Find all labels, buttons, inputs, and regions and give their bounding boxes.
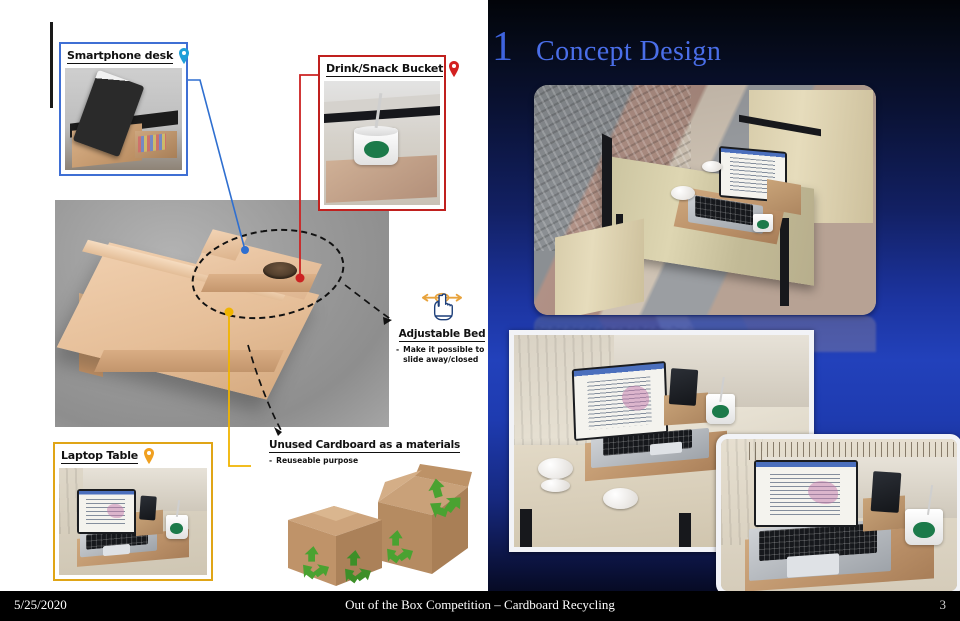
- callout-laptop-table[interactable]: Laptop Table: [53, 442, 213, 581]
- page-title: 1 Concept Design: [492, 26, 721, 69]
- note-unused-cardboard-bullet-marker: -: [269, 456, 273, 465]
- concept-3d-render: [55, 200, 389, 427]
- title-accent-bar: [50, 22, 53, 108]
- footer-page-number: 3: [939, 597, 947, 612]
- note-adjustable-bed: Adjustable Bed - Make it possible to sli…: [396, 288, 488, 365]
- callout-drink-photo: [324, 81, 440, 205]
- title-text: Concept Design: [536, 36, 722, 67]
- cardboard-boxes-image: [288, 464, 472, 586]
- note-adjustable-bed-bullet-marker: -: [396, 345, 400, 354]
- drink-hole: [263, 262, 297, 279]
- slide-footer: 5/25/2020 Out of the Box Competition – C…: [0, 591, 960, 621]
- callout-smartphone-label: Smartphone desk: [67, 48, 174, 64]
- title-number: 1: [492, 24, 513, 70]
- note-unused-cardboard: Unused Cardboard as a materials - Reusea…: [269, 435, 469, 466]
- callout-drink-snack-bucket[interactable]: Drink/Snack Bucket: [318, 55, 460, 211]
- drag-hand-icon: [421, 292, 463, 321]
- note-adjustable-bed-bullet-line1: Make it possible to: [403, 345, 485, 354]
- photo-outdoor-cafe: [534, 85, 876, 315]
- callout-drink-label: Drink/Snack Bucket: [326, 61, 444, 77]
- photo-laptop-close: [716, 434, 960, 596]
- panel-divider: [486, 0, 488, 621]
- note-adjustable-bed-title: Adjustable Bed: [398, 328, 486, 342]
- callout-laptop-photo: [59, 468, 207, 575]
- location-pin-icon: [144, 448, 155, 464]
- callout-smartphone-photo: [65, 68, 182, 170]
- footer-title: Out of the Box Competition – Cardboard R…: [345, 597, 615, 612]
- location-pin-icon: [179, 48, 190, 64]
- callout-smartphone-desk[interactable]: Smartphone desk: [59, 42, 190, 176]
- location-pin-icon: [449, 61, 460, 77]
- note-unused-cardboard-bullet-line1: Reuseable purpose: [276, 456, 359, 465]
- callout-laptop-label: Laptop Table: [61, 448, 139, 464]
- footer-date: 5/25/2020: [14, 597, 67, 612]
- note-unused-cardboard-title: Unused Cardboard as a materials: [269, 439, 461, 453]
- note-adjustable-bed-bullet-line2: slide away/closed: [403, 354, 479, 364]
